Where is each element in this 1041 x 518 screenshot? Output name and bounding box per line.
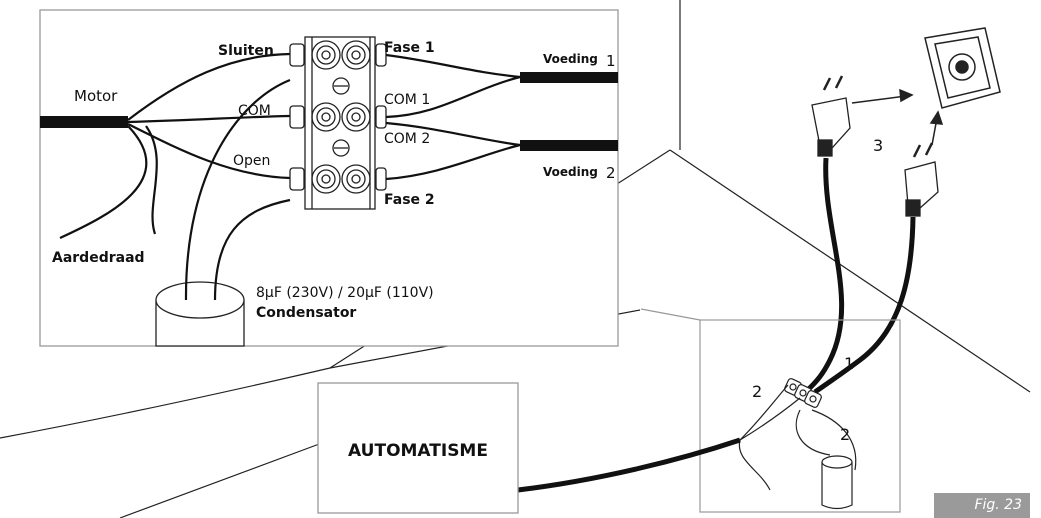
- automatisme-cable: [517, 437, 741, 493]
- motor-wires: [59, 52, 291, 301]
- small-capacitor: [821, 455, 853, 510]
- small-terminal-block: [784, 378, 822, 408]
- com-label: COM: [238, 103, 271, 119]
- capacitor: [155, 281, 245, 347]
- small-wires: [738, 384, 857, 491]
- com-1-label: COM 1: [384, 92, 430, 108]
- motor-label: Motor: [74, 87, 118, 105]
- supply-wires: [385, 53, 521, 181]
- voeding-2-number: 2: [606, 164, 616, 182]
- terminal-block: [289, 36, 387, 210]
- open-label: Open: [233, 153, 270, 169]
- insert-arrows: [851, 88, 944, 146]
- aardedraad-label: Aardedraad: [52, 250, 145, 266]
- automatisme-box: [317, 382, 519, 514]
- fase-2-label: Fase 2: [384, 192, 435, 208]
- voeding-1-number: 1: [606, 52, 616, 70]
- fase-1-label: Fase 1: [384, 40, 435, 56]
- motor-cable: [40, 116, 128, 128]
- figure-number-tag: Fig. 23: [934, 493, 1030, 518]
- step-1-label: 1: [844, 354, 854, 373]
- voeding-1-label: Voeding: [543, 52, 598, 66]
- sluiten-label: Sluiten: [218, 43, 274, 59]
- automatisme-label: AUTOMATISME: [348, 441, 488, 461]
- voeding-2-label: Voeding: [543, 165, 598, 179]
- plug-2: [904, 142, 939, 217]
- step-2-left-label: 2: [752, 382, 762, 401]
- step-2-bottom-label: 2: [840, 425, 850, 444]
- voeding-1-cable: [520, 72, 618, 83]
- voeding-2-cable: [520, 140, 618, 151]
- step-3-label: 3: [873, 136, 883, 155]
- com-2-label: COM 2: [384, 131, 430, 147]
- plug-1: [811, 75, 851, 157]
- capacitor-name-label: Condensator: [256, 305, 356, 321]
- power-cables: [806, 157, 916, 395]
- junction-detail-frame: [699, 319, 901, 513]
- wall-socket: [924, 27, 1001, 109]
- capacitor-value-label: 8µF (230V) / 20µF (110V): [256, 285, 434, 301]
